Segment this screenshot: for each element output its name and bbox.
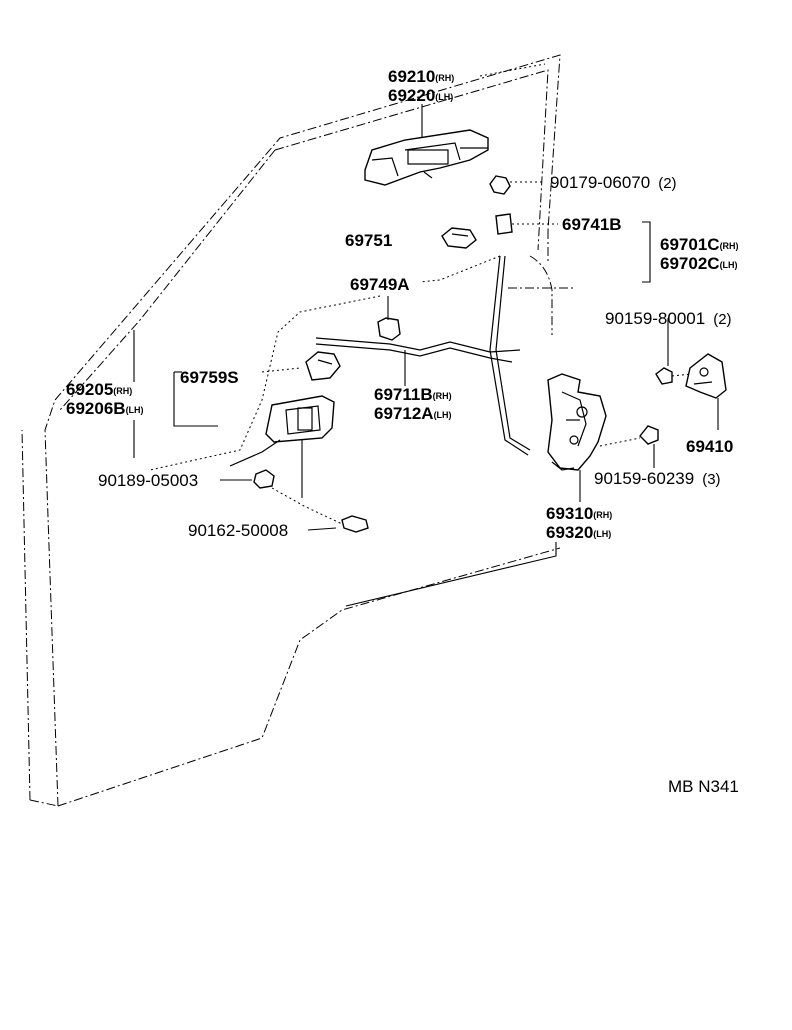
label-69205: 69205(RH) [66, 380, 132, 399]
door-striker [685, 353, 727, 399]
label-69410: 69410 [686, 437, 733, 456]
label-69320: 69320(LH) [546, 523, 611, 542]
nut-90179 [489, 175, 511, 195]
label-69220: 69220(LH) [388, 86, 453, 105]
clip-69749a [377, 317, 401, 341]
screw-90159-80001 [655, 367, 693, 385]
outside-door-handle [364, 129, 489, 186]
label-69210: 69210(RH) [388, 67, 454, 86]
label-90159-80001: 90159-80001(2) [605, 309, 732, 328]
horizontal-link-rod [315, 337, 521, 363]
clip-69751 [441, 227, 477, 249]
label-69702c: 69702C(LH) [660, 254, 738, 273]
label-69712a: 69712A(LH) [374, 404, 452, 423]
label-90189: 90189-05003 [98, 471, 198, 490]
inside-handle [229, 395, 335, 467]
screw-90159-60239 [599, 425, 659, 447]
label-69701c: 69701C(RH) [660, 235, 739, 254]
label-90179: 90179-06070(2) [550, 173, 677, 192]
label-69749a: 69749A [350, 275, 410, 294]
label-69751: 69751 [345, 231, 392, 250]
label-90159-60239: 90159-60239(3) [594, 469, 721, 488]
door-lock-assembly [547, 373, 607, 471]
clip-90189 [253, 469, 275, 489]
diagram-code: MB N341 [668, 777, 739, 796]
part-labels: 69210(RH) 69220(LH) 90179-06070(2) 69741… [66, 67, 739, 796]
leader-lines [133, 63, 719, 607]
label-69759s: 69759S [180, 368, 239, 387]
clip-69741b [495, 213, 513, 235]
label-69741b: 69741B [562, 215, 622, 234]
lock-rod [489, 255, 531, 456]
label-90162: 90162-50008 [188, 521, 288, 540]
clip-69759s [305, 351, 341, 381]
label-69206b: 69206B(LH) [66, 399, 144, 418]
label-69310: 69310(RH) [546, 504, 612, 523]
screw-90162 [341, 515, 369, 533]
label-69711b: 69711B(RH) [374, 385, 452, 404]
